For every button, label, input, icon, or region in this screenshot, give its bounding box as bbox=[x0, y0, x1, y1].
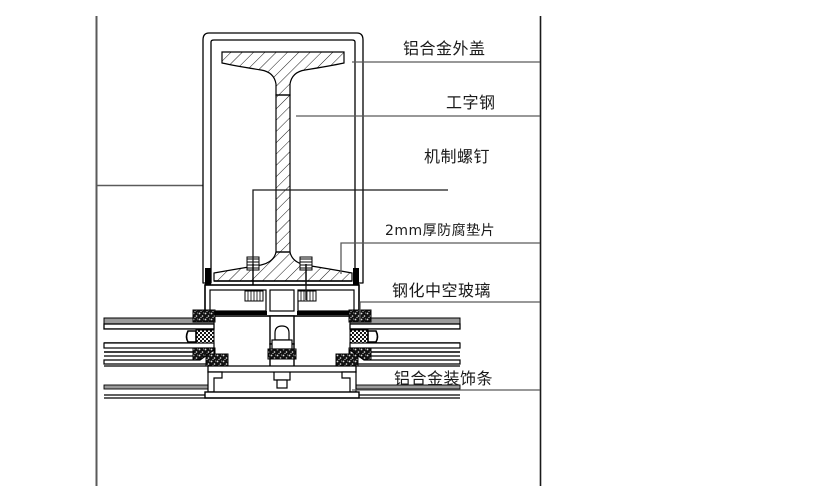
aluminum-mullion-frame bbox=[204, 268, 360, 369]
glass-panel-right bbox=[348, 309, 461, 396]
label-anticorrosion-gasket: 2mm厚防腐垫片 bbox=[385, 223, 496, 239]
aluminum-outer-cover-shape bbox=[202, 32, 364, 284]
leader-gasket bbox=[340, 242, 540, 274]
label-tempered-insulating-glass: 钢化中空玻璃 bbox=[392, 281, 492, 300]
steel-i-beam-shape bbox=[213, 51, 353, 282]
leader-glass bbox=[359, 301, 540, 322]
label-aluminum-outer-cover: 铝合金外盖 bbox=[403, 39, 486, 58]
label-machine-screw: 机制螺钉 bbox=[424, 147, 491, 166]
center-bolt-assembly bbox=[267, 325, 297, 389]
section-boundary-lines bbox=[95, 16, 542, 486]
label-aluminum-decorative-strip: 铝合金装饰条 bbox=[394, 369, 494, 388]
aluminum-decorative-strip-shape bbox=[104, 353, 460, 399]
screw-boss-left bbox=[244, 290, 264, 302]
label-i-beam-steel: 工字钢 bbox=[446, 93, 496, 112]
leader-lines-group bbox=[252, 61, 540, 391]
anticorrosion-gasket-group bbox=[215, 311, 349, 315]
screw-boss-right bbox=[297, 290, 317, 302]
leader-machine-screw bbox=[252, 189, 448, 264]
glass-panel-left bbox=[103, 309, 216, 396]
